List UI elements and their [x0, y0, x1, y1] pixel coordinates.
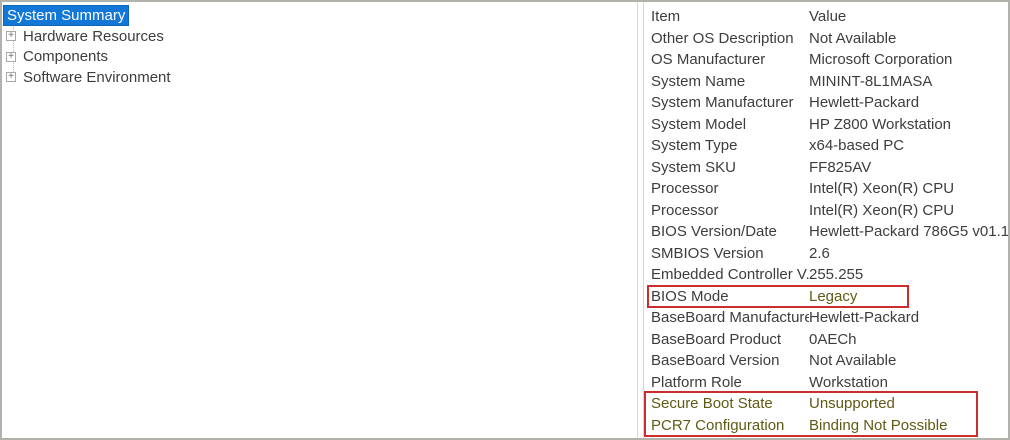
item-cell: BIOS Version/Date [651, 223, 777, 240]
value-cell: Unsupported [809, 395, 895, 412]
item-cell: BaseBoard Version [651, 352, 780, 369]
value-cell: Hewlett-Packard [809, 309, 920, 326]
value-cell: 0AECh [809, 330, 857, 348]
tree-item-label: Hardware Resources [23, 27, 164, 45]
value-cell: Binding Not Possible [809, 416, 948, 434]
tree-item-system-summary[interactable]: System Summary [2, 4, 637, 26]
value-cell: Intel(R) Xeon(R) CPU E5506 [809, 180, 955, 197]
details-list-panel: Item Value Other OS Description Not Avai… [643, 2, 1008, 438]
value-cell: 255.255 [809, 266, 864, 283]
value-cell: Intel(R) Xeon(R) CPU E5506 [809, 201, 955, 219]
expand-plus-icon[interactable] [6, 51, 16, 62]
value-cell: Workstation [809, 373, 888, 391]
panel-splitter[interactable] [638, 2, 643, 438]
value-cell: Hewlett-Packard 786G5 v01.17, 8/ [809, 223, 1008, 240]
table-row-bios-mode[interactable]: BIOS Mode Legacy [651, 286, 1008, 308]
table-row[interactable]: System Type x64-based PC [651, 135, 1008, 157]
table-row[interactable]: Processor Intel(R) Xeon(R) CPU E5506 [651, 178, 1008, 200]
table-row[interactable]: SMBIOS Version 2.6 [651, 243, 1008, 265]
item-cell: Other OS Description [651, 29, 794, 47]
table-row[interactable]: OS Manufacturer Microsoft Corporation [651, 49, 1008, 71]
value-cell: Not Available [809, 29, 897, 47]
table-row[interactable]: System SKU FF825AV [651, 157, 1008, 179]
table-row[interactable]: System Manufacturer Hewlett-Packard [651, 92, 1008, 114]
tree-item-components[interactable]: Components [4, 46, 637, 67]
item-cell: System Model [651, 115, 747, 133]
table-row-secure-boot-state[interactable]: Secure Boot State Unsupported [651, 393, 1008, 415]
table-row[interactable]: System Name MININT-8L1MASA [651, 71, 1008, 93]
value-cell: MININT-8L1MASA [809, 72, 933, 90]
table-row[interactable]: Embedded Controller V... 255.255 [651, 264, 1008, 286]
tree-item-label: System Summary [2, 4, 130, 26]
item-cell: PCR7 Configuration [651, 416, 785, 434]
item-cell: Processor [651, 201, 719, 219]
item-cell: System Name [651, 72, 746, 90]
value-cell: Legacy [809, 287, 858, 305]
category-tree-panel: System Summary Hardware Resources Compon… [2, 2, 638, 438]
table-row-pcr7-configuration[interactable]: PCR7 Configuration Binding Not Possible [651, 415, 1008, 437]
expand-plus-icon[interactable] [6, 72, 16, 83]
value-cell: HP Z800 Workstation [809, 115, 952, 133]
table-row[interactable]: Processor Intel(R) Xeon(R) CPU E5506 [651, 200, 1008, 222]
item-cell: System Type [651, 137, 738, 154]
item-cell: BaseBoard Manufacturer [651, 309, 809, 326]
value-cell: 2.6 [809, 244, 830, 262]
value-cell: Microsoft Corporation [809, 51, 953, 68]
item-cell: Platform Role [651, 373, 742, 391]
expand-plus-icon[interactable] [6, 31, 16, 42]
item-cell: SMBIOS Version [651, 244, 764, 262]
item-cell: System Manufacturer [651, 94, 794, 111]
value-cell: Hewlett-Packard [809, 94, 920, 111]
column-header-item[interactable]: Item [651, 8, 681, 25]
tree-item-label: Software Environment [23, 68, 171, 86]
item-cell: OS Manufacturer [651, 51, 766, 68]
item-cell: Processor [651, 180, 719, 197]
table-row[interactable]: Platform Role Workstation [651, 372, 1008, 394]
table-row[interactable]: BaseBoard Manufacturer Hewlett-Packard [651, 307, 1008, 329]
value-cell: x64-based PC [809, 137, 905, 154]
column-header-row: Item Value [651, 6, 1008, 28]
tree-item-software-environment[interactable]: Software Environment [4, 67, 637, 88]
table-row[interactable]: Other OS Description Not Available [651, 28, 1008, 50]
value-cell: Not Available [809, 352, 897, 369]
table-row[interactable]: BaseBoard Product 0AECh [651, 329, 1008, 351]
column-header-value[interactable]: Value [809, 8, 847, 25]
item-cell: Embedded Controller V... [651, 266, 809, 283]
value-cell: FF825AV [809, 158, 872, 176]
item-cell: BaseBoard Product [651, 330, 782, 348]
item-cell: BIOS Mode [651, 287, 729, 305]
table-row[interactable]: BIOS Version/Date Hewlett-Packard 786G5 … [651, 221, 1008, 243]
item-cell: Secure Boot State [651, 395, 773, 412]
tree-item-label: Components [23, 48, 109, 66]
item-cell: System SKU [651, 158, 737, 176]
table-row[interactable]: BaseBoard Version Not Available [651, 350, 1008, 372]
tree-item-hardware-resources[interactable]: Hardware Resources [4, 26, 637, 47]
table-row[interactable]: System Model HP Z800 Workstation [651, 114, 1008, 136]
